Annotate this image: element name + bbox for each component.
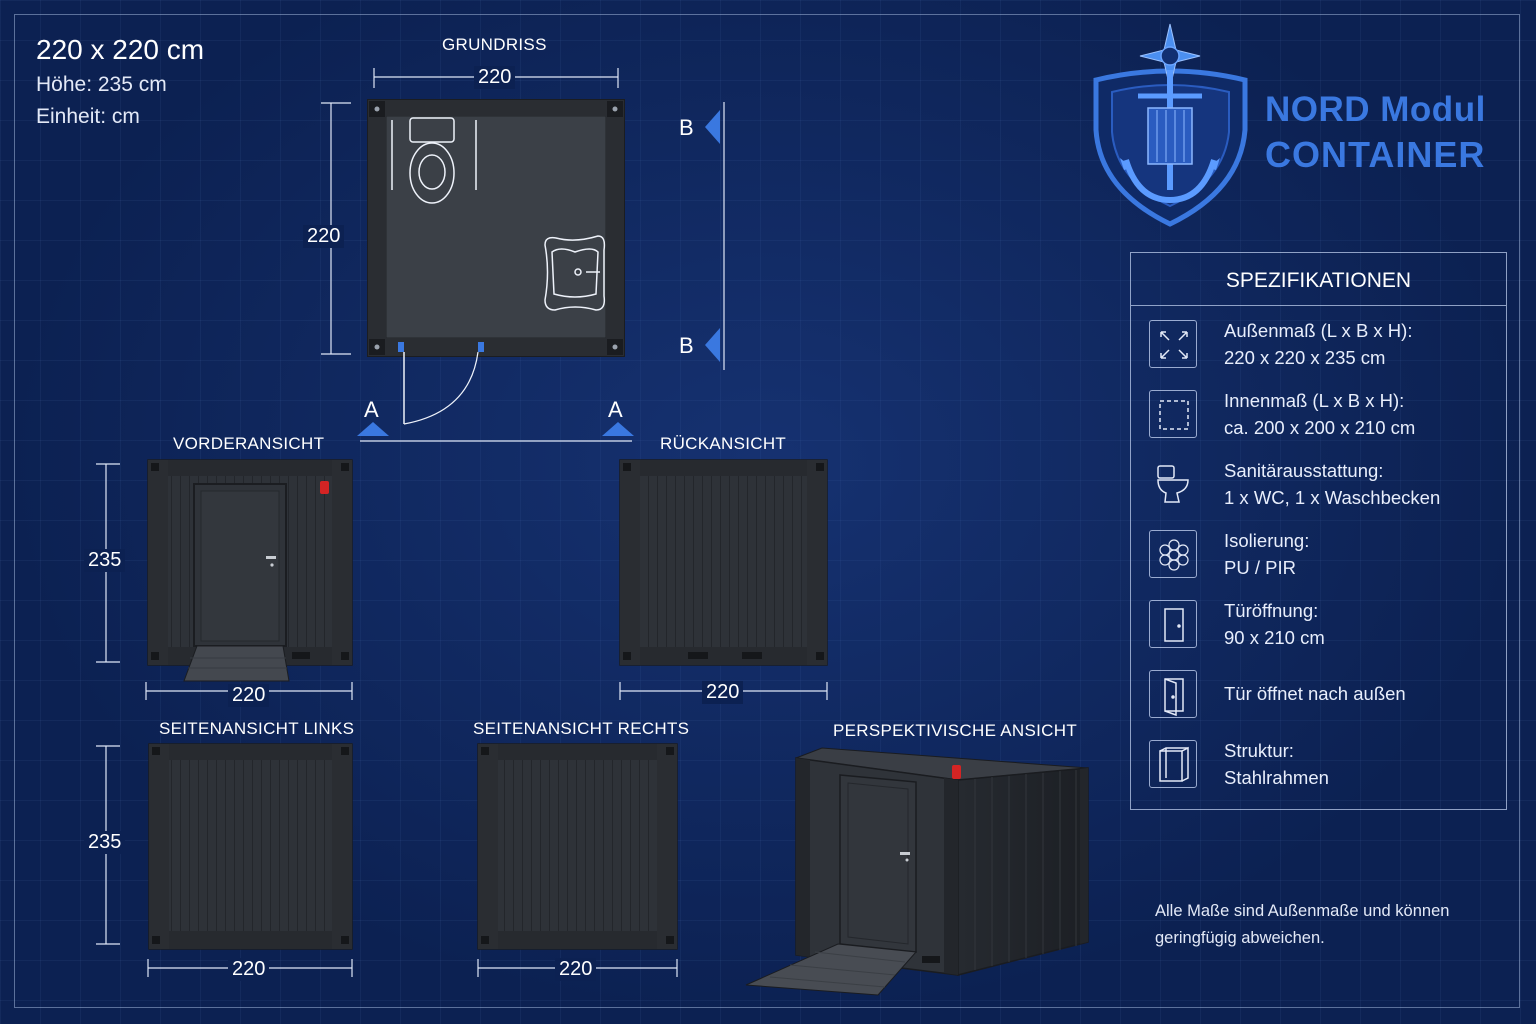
right-view-title: SEITENANSICHT RECHTS [473, 719, 690, 738]
front-dim-height: 235 [84, 549, 126, 572]
expand-arrows-icon [1149, 320, 1197, 368]
footnote: Alle Maße sind Außenmaße und können geri… [1155, 902, 1450, 947]
spec-item-insulation: Isolierung: PU / PIR [1149, 530, 1489, 582]
logo-line2: CONTAINER [1265, 134, 1486, 175]
spec-item-inner-dims: Innenmaß (L x B x H): ca. 200 x 200 x 21… [1149, 390, 1489, 442]
logo-line1: NORD Modul [1265, 90, 1486, 129]
floorplan [321, 68, 725, 442]
spec-panel: SPEZIFIKATIONEN Außenmaß (L x B x H): 22… [1130, 252, 1507, 810]
perspective-view-title: PERSPEKTIVISCHE ANSICHT [833, 721, 1078, 740]
dashed-square-icon [1149, 390, 1197, 438]
door-icon [1149, 600, 1197, 648]
spec-value: Stahlrahmen [1224, 767, 1329, 788]
front-view-title: VORDERANSICHT [173, 434, 325, 453]
back-view-title: RÜCKANSICHT [660, 434, 787, 453]
spec-label: Sanitärausstattung: [1224, 460, 1384, 481]
door-outward-icon [1149, 670, 1197, 718]
sink-symbol [544, 235, 606, 311]
back-dim-width: 220 [702, 681, 744, 704]
container-size: 220 x 220 cm [36, 34, 205, 65]
toilet-icon [1149, 460, 1197, 508]
right-view [477, 743, 678, 977]
spec-label: Innenmaß (L x B x H): [1224, 390, 1405, 411]
spec-value: PU / PIR [1224, 557, 1296, 578]
perspective-view [745, 747, 1089, 996]
shield-anchor-compass-icon [1093, 23, 1248, 227]
front-view [96, 459, 353, 700]
floorplan-dim-width: 220 [474, 66, 516, 89]
spec-label: Türöffnung: [1224, 600, 1319, 621]
spec-item-sanitary: Sanitärausstattung: 1 x WC, 1 x Waschbec… [1149, 460, 1489, 512]
left-dim-width: 220 [228, 958, 270, 981]
spec-value: 220 x 220 x 235 cm [1224, 347, 1386, 368]
spec-item-door-direction: Tür öffnet nach außen [1149, 670, 1489, 722]
back-view [619, 459, 828, 700]
right-dim-width: 220 [555, 958, 597, 981]
spec-item-door-opening: Türöffnung: 90 x 210 cm [1149, 600, 1489, 652]
left-view-title: SEITENANSICHT LINKS [159, 719, 355, 738]
floorplan-dim-depth: 220 [303, 225, 345, 248]
section-b-bottom: B [679, 333, 694, 358]
unit-label: Einheit: cm [36, 105, 140, 128]
left-dim-height: 235 [84, 831, 126, 854]
spec-label: Struktur: [1224, 740, 1294, 761]
spec-value: 90 x 210 cm [1224, 627, 1325, 648]
floorplan-title: GRUNDRISS [442, 35, 547, 54]
spec-label: Außenmaß (L x B x H): [1224, 320, 1413, 341]
section-a-right: A [608, 397, 623, 422]
spec-value: 1 x WC, 1 x Waschbecken [1224, 487, 1441, 508]
spec-label: Isolierung: [1224, 530, 1310, 551]
spec-label: Tür öffnet nach außen [1224, 683, 1406, 704]
left-view [96, 743, 353, 977]
toilet-symbol [391, 117, 477, 204]
spec-item-outer-dims: Außenmaß (L x B x H): 220 x 220 x 235 cm [1149, 320, 1489, 372]
front-dim-width: 220 [228, 684, 270, 707]
frame-structure-icon [1149, 740, 1197, 788]
spec-value: ca. 200 x 200 x 210 cm [1224, 417, 1416, 438]
section-b-top: B [679, 115, 694, 140]
section-a-left: A [364, 397, 379, 422]
insulation-icon [1149, 530, 1197, 578]
spec-item-structure: Struktur: Stahlrahmen [1149, 740, 1489, 792]
container-height: Höhe: 235 cm [36, 73, 167, 96]
spec-title: SPEZIFIKATIONEN [1131, 253, 1506, 306]
